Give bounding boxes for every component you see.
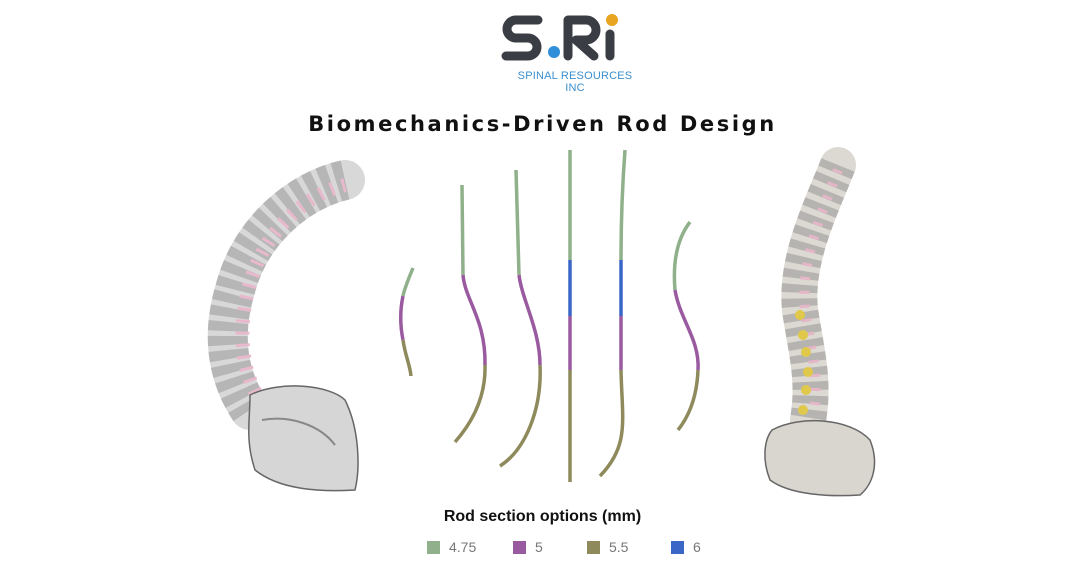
legend-item-4-75: 4.75 <box>427 539 476 555</box>
rod-6-segment-5 <box>673 289 700 371</box>
legend: 4.75 5 5.5 6 <box>0 539 1085 559</box>
rod-6-segment-5-5 <box>676 369 700 432</box>
pedicle-screws <box>795 310 813 415</box>
right-spine-image <box>764 147 876 497</box>
legend-item-5: 5 <box>513 539 543 555</box>
left-spine-image <box>207 160 365 492</box>
legend-title: Rod section options (mm) <box>443 508 642 525</box>
legend-label: 5.5 <box>609 539 629 555</box>
rod-2-segment-5 <box>461 274 487 366</box>
rod-5-segment-5-5 <box>598 369 625 478</box>
rod-1-segment-4-75 <box>401 267 415 297</box>
rod-group <box>399 149 700 482</box>
legend-label: 4.75 <box>449 539 477 555</box>
legend-label: 6 <box>693 539 701 555</box>
rod-1-segment-5-5 <box>401 339 413 377</box>
swatch-5 <box>513 540 526 554</box>
swatch-6 <box>671 540 684 554</box>
sri-logo <box>501 14 618 61</box>
rod-2-segment-4-75 <box>460 184 465 276</box>
rod-2-segment-5-5 <box>453 364 487 444</box>
legend-label: 5 <box>535 539 543 555</box>
company-name: SPINAL RESOURCES INC <box>517 70 633 94</box>
swatch-5-5 <box>587 540 600 554</box>
rod-1-segment-5 <box>399 295 405 341</box>
legend-item-5-5: 5.5 <box>587 539 628 555</box>
rod-3-segment-5 <box>517 274 542 366</box>
rod-3-segment-4-75 <box>514 169 521 276</box>
rod-6-segment-4-75 <box>672 220 692 291</box>
swatch-4-75 <box>427 540 440 554</box>
legend-item-6: 6 <box>671 539 701 555</box>
rod-5-segment-4-75 <box>619 149 627 261</box>
rod-3-segment-5-5 <box>499 364 542 468</box>
page-title: Biomechanics-Driven Rod Design <box>308 112 777 136</box>
